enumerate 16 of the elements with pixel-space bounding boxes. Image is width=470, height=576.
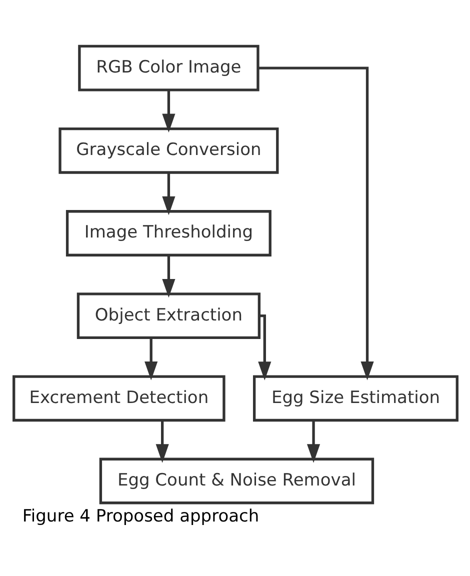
node-box: Object Extraction [76, 292, 260, 339]
arrow [162, 90, 175, 132]
node-box: Egg Size Estimation [252, 374, 458, 422]
arrow [162, 254, 175, 298]
caption: Figure 4 Proposed approach [22, 506, 259, 526]
arrow [258, 314, 271, 380]
node-box: Grayscale Conversion [58, 126, 278, 174]
node-box: RGB Color Image [78, 44, 259, 91]
arrow [258, 66, 374, 380]
node-box: Image Thresholding [65, 210, 271, 256]
node-box: Egg Count & Noise Removal [98, 457, 374, 504]
arrow [155, 420, 168, 462]
arrow [306, 420, 320, 462]
arrow [144, 337, 158, 380]
node-box: Excrement Detection [12, 374, 225, 422]
arrow [162, 172, 175, 215]
